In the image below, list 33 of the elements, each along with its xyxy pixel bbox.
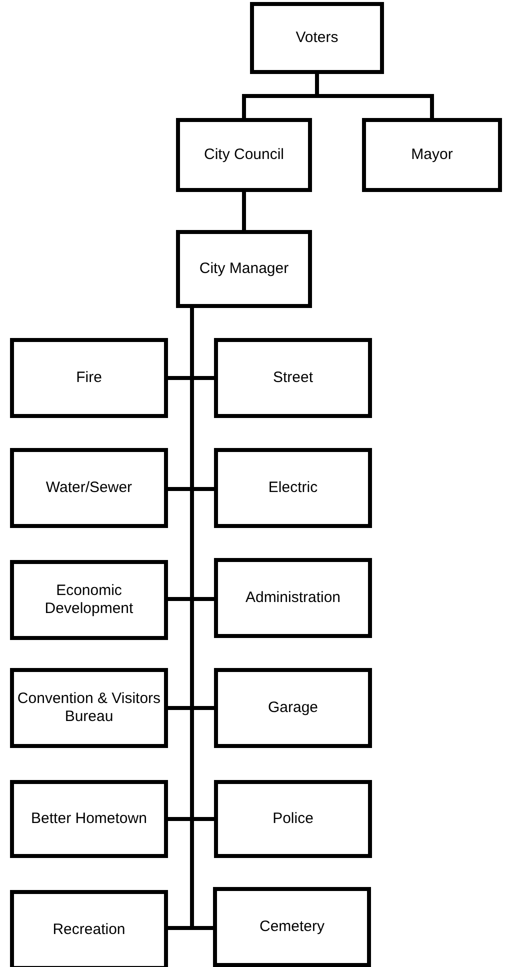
org-label: Cemetery — [259, 918, 325, 936]
org-label: Voters — [296, 29, 338, 47]
org-label: Better Hometown — [31, 810, 147, 828]
org-label: Mayor — [411, 146, 453, 164]
org-label: Garage — [268, 699, 318, 717]
org-label: City Council — [204, 146, 284, 164]
org-label: Street — [272, 369, 314, 387]
org-box — [362, 118, 502, 192]
org-box — [214, 558, 372, 638]
org-box — [250, 2, 384, 74]
org-box — [214, 448, 372, 528]
org-box — [10, 338, 168, 418]
org-box — [214, 780, 372, 858]
org-box — [10, 448, 168, 528]
org-label: Recreation — [52, 921, 126, 939]
org-label: Electric — [268, 479, 318, 497]
org-box — [10, 560, 168, 640]
org-box — [176, 230, 312, 308]
org-box — [213, 887, 371, 967]
org-box — [10, 890, 168, 967]
org-box — [214, 668, 372, 748]
org-label: Police — [272, 810, 314, 828]
org-box — [214, 338, 372, 418]
org-label: Administration — [245, 589, 341, 607]
org-box — [10, 668, 168, 748]
connector-line — [242, 192, 246, 230]
org-box — [10, 780, 168, 858]
org-label: Fire — [76, 369, 102, 387]
org-box — [176, 118, 312, 192]
org-label: Economic Development — [44, 582, 134, 618]
org-label: City Manager — [199, 260, 289, 278]
org-label: Water/Sewer — [46, 479, 132, 497]
org-label: Convention & Visitors Bureau — [16, 690, 162, 726]
